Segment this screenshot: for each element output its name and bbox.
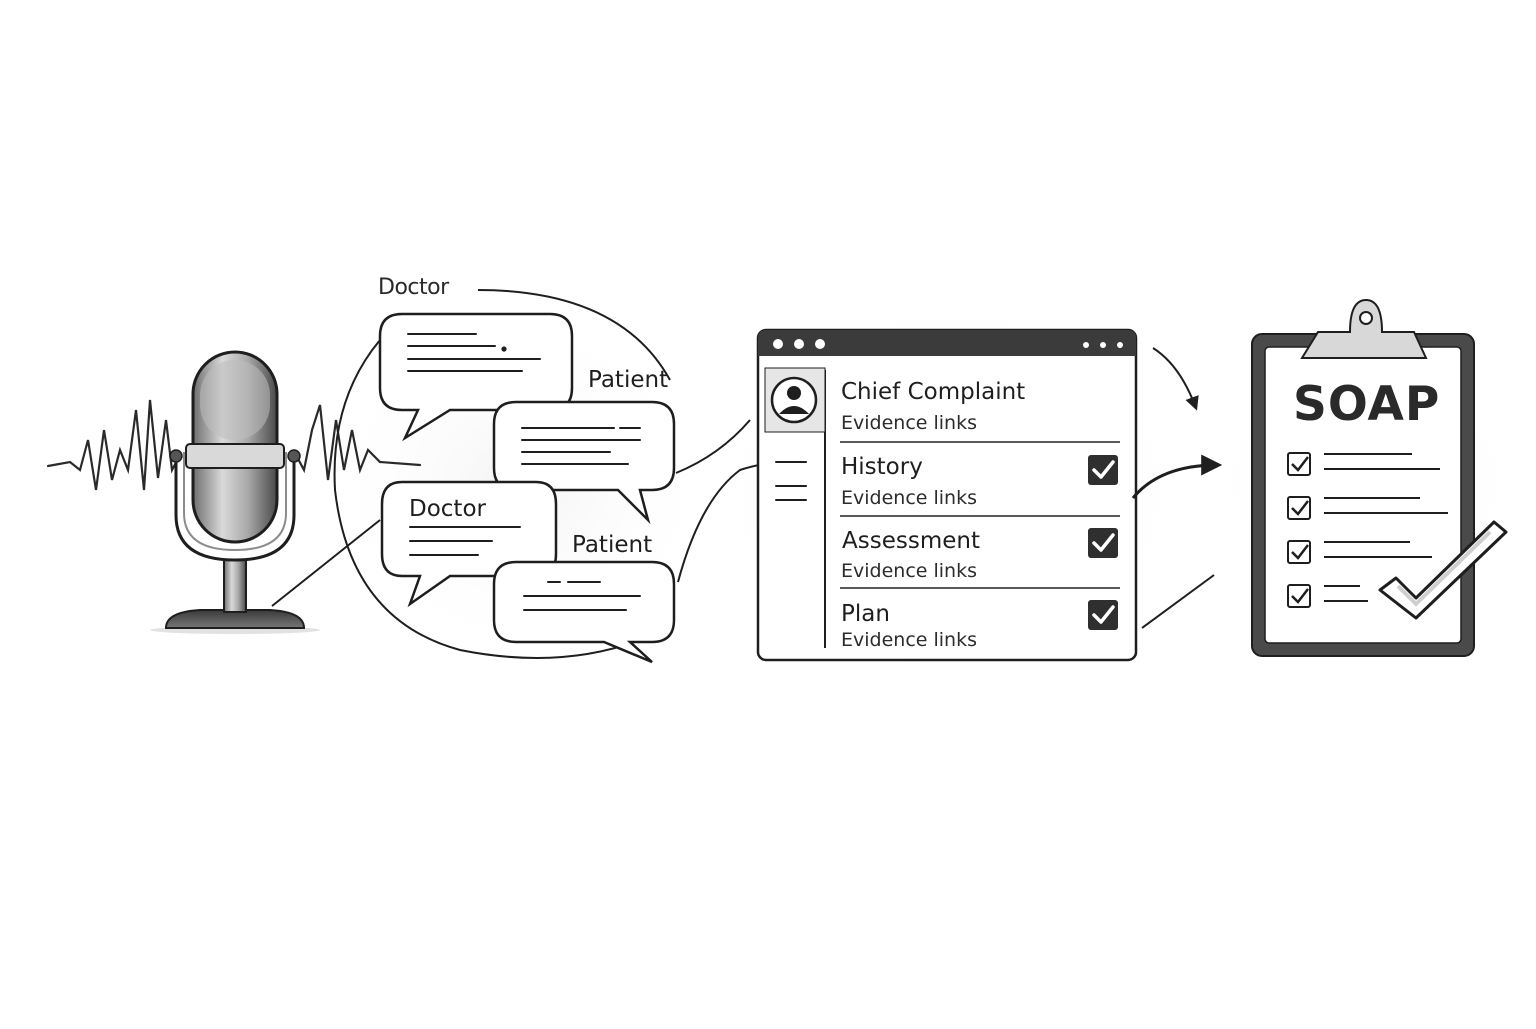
checkbox-checked-icon <box>1088 600 1118 630</box>
sound-wave-icon <box>46 399 422 491</box>
conversation-enclosure <box>271 289 751 659</box>
section-title-chief-complaint: Chief Complaint <box>841 379 1026 405</box>
speaker-label-patient-1: Patient <box>588 367 669 393</box>
section-evidence-links-4[interactable]: Evidence links <box>841 629 977 651</box>
microphone-icon <box>150 350 320 634</box>
speech-bubble-patient-2 <box>492 560 676 664</box>
section-title-assessment: Assessment <box>842 528 980 554</box>
big-checkmark-icon <box>1378 520 1508 620</box>
speaker-label-doctor-2: Doctor <box>409 496 486 522</box>
arrow-icon <box>1131 347 1223 629</box>
checkbox-checked-icon <box>1088 528 1118 558</box>
clipboard-icon <box>1251 298 1475 657</box>
section-evidence-links-3[interactable]: Evidence links <box>841 560 977 582</box>
speaker-label-doctor-top: Doctor <box>378 275 449 300</box>
speech-bubble-patient-1 <box>492 400 676 525</box>
section-title-plan: Plan <box>841 601 890 627</box>
section-evidence-links-2[interactable]: Evidence links <box>841 487 977 509</box>
note-window <box>756 328 1138 662</box>
user-avatar-icon <box>770 376 818 424</box>
window-dot-1 <box>773 339 783 349</box>
checkbox-checked-icon <box>1088 455 1118 485</box>
speaker-label-patient-2: Patient <box>572 532 653 558</box>
section-title-history: History <box>841 454 923 480</box>
section-evidence-links-1[interactable]: Evidence links <box>841 412 977 434</box>
window-dot-2 <box>794 339 804 349</box>
window-dot-3 <box>815 339 825 349</box>
clipboard-checklist <box>1287 452 1448 608</box>
clipboard-title: SOAP <box>1293 377 1441 432</box>
